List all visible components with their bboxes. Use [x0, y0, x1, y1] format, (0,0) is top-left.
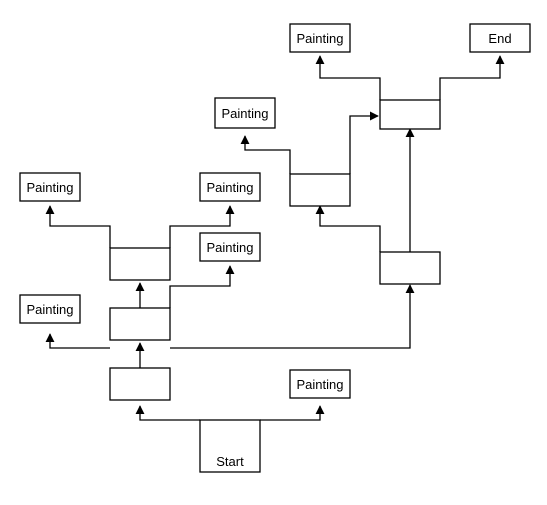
connector-start-to-painting-b — [260, 405, 325, 421]
connector-junction-e-to-junction-d — [315, 205, 381, 252]
painting-node-c: Painting — [19, 172, 81, 202]
painting-label: Painting — [207, 180, 254, 195]
connector-junction-f-to-end — [439, 55, 505, 100]
connector-junction-a-to-painting-a — [45, 333, 110, 349]
connector-junction-f-to-painting-g — [315, 55, 381, 100]
painting-label: Painting — [207, 240, 254, 255]
junction-box-c — [109, 247, 171, 281]
end-label: End — [488, 31, 511, 46]
connector-junction-a-to-junction-e — [170, 284, 415, 349]
connector-junction-c-to-painting-c — [45, 205, 111, 248]
start-node: Start — [199, 419, 261, 473]
connector-junction-d-to-junction-f — [349, 111, 379, 174]
painting-node-b: Painting — [289, 369, 351, 399]
connector-junction-b-to-painting-e — [169, 265, 235, 308]
end-node: End — [469, 23, 531, 53]
painting-label: Painting — [297, 31, 344, 46]
painting-label: Painting — [222, 106, 269, 121]
painting-node-a: Painting — [19, 294, 81, 324]
junction-box-f — [379, 99, 441, 130]
junction-box-a — [109, 367, 171, 401]
painting-node-e: Painting — [199, 232, 261, 262]
connector-junction-c-to-painting-d — [169, 205, 235, 248]
connector-start-to-junction-a — [135, 405, 200, 421]
painting-node-d: Painting — [199, 172, 261, 202]
connector-junction-d-to-painting-f — [240, 135, 291, 174]
start-label: Start — [216, 454, 244, 469]
painting-node-g: Painting — [289, 23, 351, 53]
junction-box-d — [289, 173, 351, 207]
painting-label: Painting — [297, 377, 344, 392]
junction-box-b — [109, 307, 171, 341]
painting-node-f: Painting — [214, 97, 276, 129]
connectors — [45, 55, 505, 421]
painting-label: Painting — [27, 302, 74, 317]
painting-label: Painting — [27, 180, 74, 195]
junction-box-e — [379, 251, 441, 285]
